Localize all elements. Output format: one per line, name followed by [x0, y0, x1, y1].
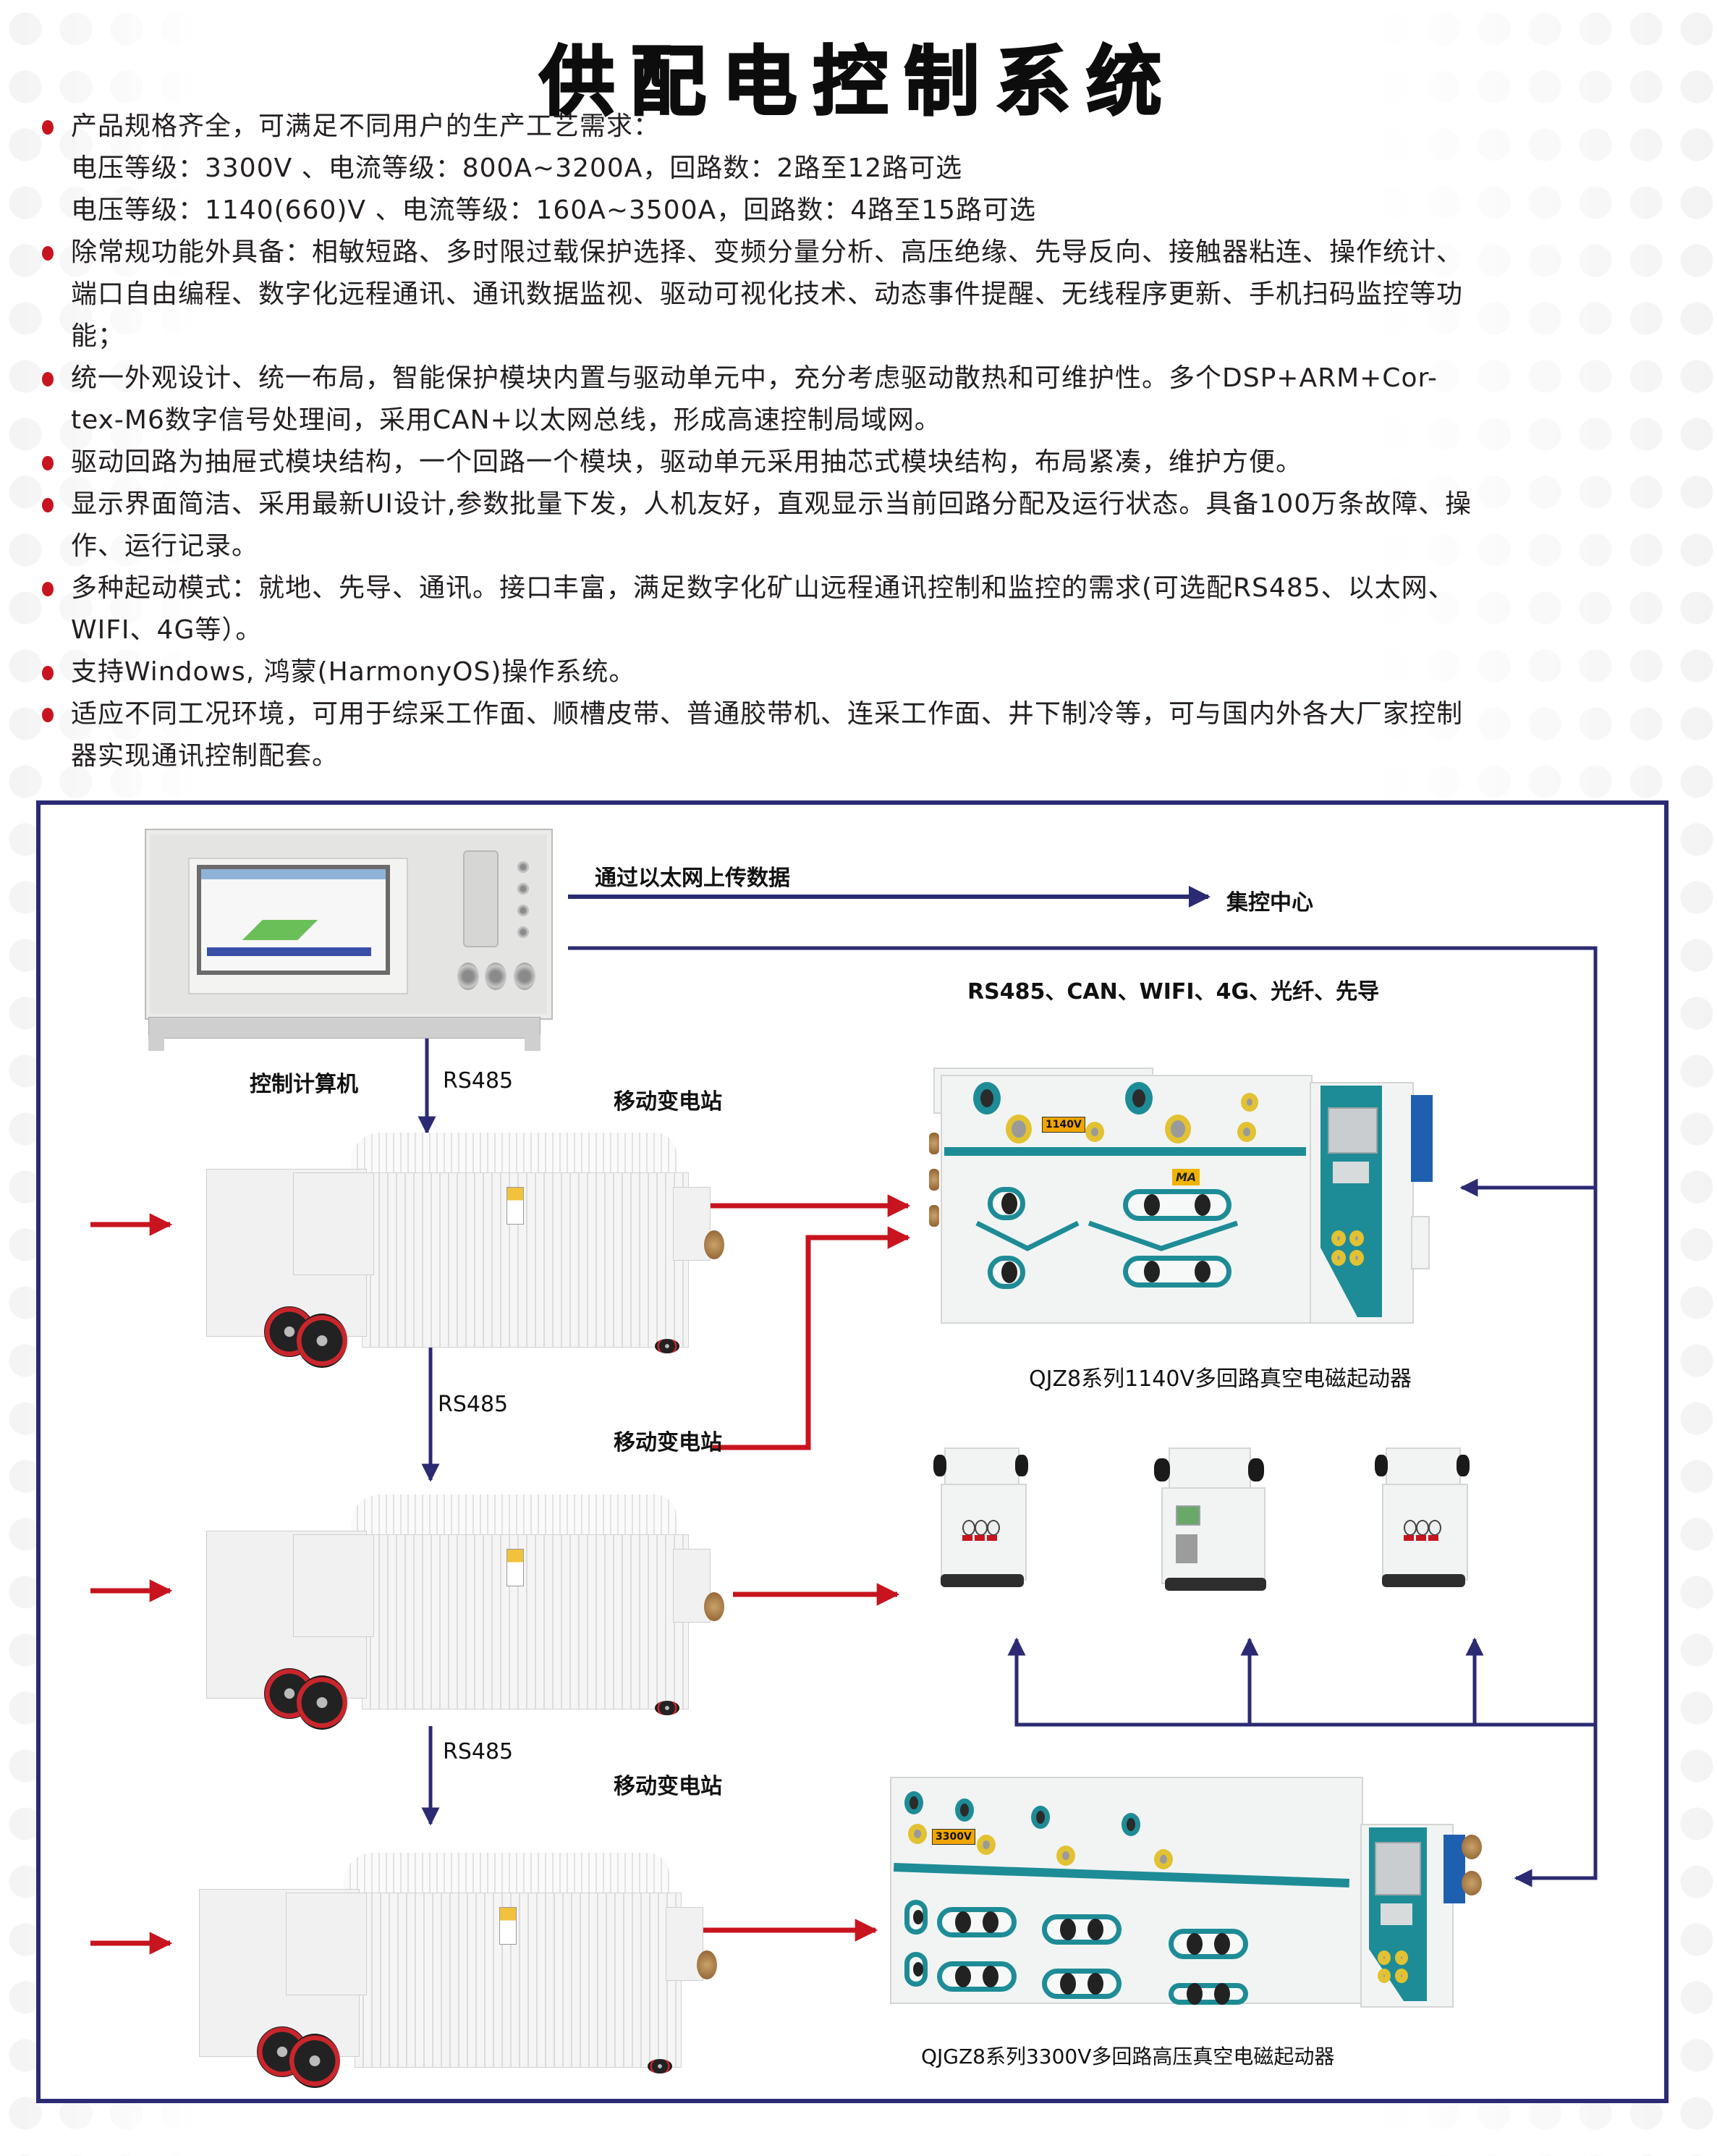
qjz8-starter-image: 1140V MA	[919, 1053, 1454, 1328]
rs485-label-1: RS485	[443, 1068, 514, 1094]
feature-bullet: 适应不同工况环境，可用于综采工作面、顺槽皮带、普通胶带机、连采工作面、井下制冷等…	[38, 693, 1687, 777]
page-title: 供配电控制系统	[538, 37, 1178, 127]
rs485-label-3: RS485	[443, 1739, 514, 1764]
feature-bullet: 除常规功能外具备：相敏短路、多时限过载保护选择、变频分量分析、高压绝缘、先导反向…	[38, 232, 1687, 358]
feature-text-line: 适应不同工况环境，可用于综采工作面、顺槽皮带、普通胶带机、连采工作面、井下制冷等…	[71, 699, 1464, 729]
control-computer-label: 控制计算机	[250, 1072, 358, 1097]
mobile-substation-image	[170, 1849, 717, 2088]
ethernet-upload-label: 通过以太网上传数据	[595, 866, 790, 891]
feature-text-line: 能；	[71, 321, 125, 351]
feature-text-line: 器实现通讯控制配套。	[71, 741, 339, 771]
feature-text-line: 产品规格齐全，可满足不同用户的生产工艺需求：	[71, 111, 661, 141]
feature-text-line: 作、运行记录。	[71, 531, 259, 561]
qjgz8-caption: QJGZ8系列3300V多回路高压真空电磁起动器	[921, 2045, 1335, 2068]
substation-label-2: 移动变电站	[614, 1430, 722, 1455]
bullet-dot-icon	[42, 372, 54, 386]
bullet-dot-icon	[42, 708, 54, 722]
feature-text-line: 驱动回路为抽屉式模块结构，一个回路一个模块，驱动单元采用抽芯式模块结构，布局紧凑…	[71, 447, 1303, 477]
feature-text-line: 电压等级：3300V 、电流等级：800A~3200A，回路数：2路至12路可选	[71, 153, 963, 183]
feature-text-line: 除常规功能外具备：相敏短路、多时限过载保护选择、变频分量分析、高压绝缘、先导反向…	[71, 237, 1464, 267]
mobile-substation-image	[177, 1129, 724, 1368]
mobile-substation-image	[177, 1491, 727, 1730]
rs485-label-2: RS485	[438, 1392, 509, 1417]
feature-bullet: 支持Windows, 鸿蒙(HarmonyOS)操作系统。	[38, 651, 1687, 693]
feature-text-line: 统一外观设计、统一布局，智能保护模块内置与驱动单元中，充分考虑驱动散热和可维护性…	[71, 363, 1438, 393]
voltage-tag-3300v: 3300V	[932, 1829, 975, 1845]
bullet-dot-icon	[42, 582, 54, 596]
comm-options-label: RS485、CAN、WIFI、4G、光纤、先导	[967, 979, 1380, 1005]
feature-text-line: tex-M6数字信号处理间，采用CAN+以太网总线，形成高速控制局域网。	[71, 405, 941, 435]
feature-bullet: 显示界面简洁、采用最新UI设计,参数批量下发，人机友好，直观显示当前回路分配及运…	[38, 483, 1687, 567]
bullet-dot-icon	[42, 666, 54, 680]
bullet-dot-icon	[42, 456, 54, 470]
feature-bullet: 驱动回路为抽屉式模块结构，一个回路一个模块，驱动单元采用抽芯式模块结构，布局紧凑…	[38, 441, 1687, 483]
small-starter-image	[1371, 1437, 1480, 1592]
feature-bullet: 多种起动模式：就地、先导、通讯。接口丰富，满足数字化矿山远程通讯控制和监控的需求…	[38, 567, 1687, 651]
central-control-label: 集控中心	[1226, 890, 1313, 916]
hmi-screen	[197, 865, 390, 975]
substation-label-3: 移动变电站	[614, 1774, 722, 1799]
control-computer-image	[137, 825, 572, 1057]
ma-mark: MA	[1172, 1169, 1200, 1185]
voltage-tag-1140v: 1140V	[1042, 1117, 1085, 1133]
small-starter-image	[1147, 1437, 1277, 1596]
feature-text-line: 端口自由编程、数字化远程通讯、通讯数据监视、驱动可视化技术、动态事件提醒、无线程…	[71, 279, 1464, 309]
bullet-dot-icon	[42, 120, 54, 135]
feature-text-line: WIFI、4G等）。	[71, 615, 263, 645]
qjz8-caption: QJZ8系列1140V多回路真空电磁起动器	[1029, 1366, 1412, 1392]
substation-label-1: 移动变电站	[614, 1089, 722, 1115]
feature-text-line: 电压等级：1140(660)V 、电流等级：160A~3500A，回路数：4路至…	[71, 195, 1036, 225]
feature-text-line: 支持Windows, 鸿蒙(HarmonyOS)操作系统。	[71, 657, 636, 687]
feature-text-line: 显示界面简洁、采用最新UI设计,参数批量下发，人机友好，直观显示当前回路分配及运…	[71, 489, 1472, 519]
bullet-dot-icon	[42, 498, 54, 512]
keypad	[463, 850, 499, 947]
bullet-dot-icon	[42, 246, 54, 261]
feature-bullet: 统一外观设计、统一布局，智能保护模块内置与驱动单元中，充分考虑驱动散热和可维护性…	[38, 358, 1687, 441]
qjgz8-starter-image: 3300V	[883, 1762, 1483, 2008]
feature-text-line: 多种起动模式：就地、先导、通讯。接口丰富，满足数字化矿山远程通讯控制和监控的需求…	[71, 573, 1455, 603]
feature-list: 产品规格齐全，可满足不同用户的生产工艺需求： 电压等级：3300V 、电流等级：8…	[38, 106, 1687, 777]
feature-bullet: 产品规格齐全，可满足不同用户的生产工艺需求： 电压等级：3300V 、电流等级：8…	[38, 106, 1687, 232]
small-starter-image	[930, 1437, 1038, 1592]
